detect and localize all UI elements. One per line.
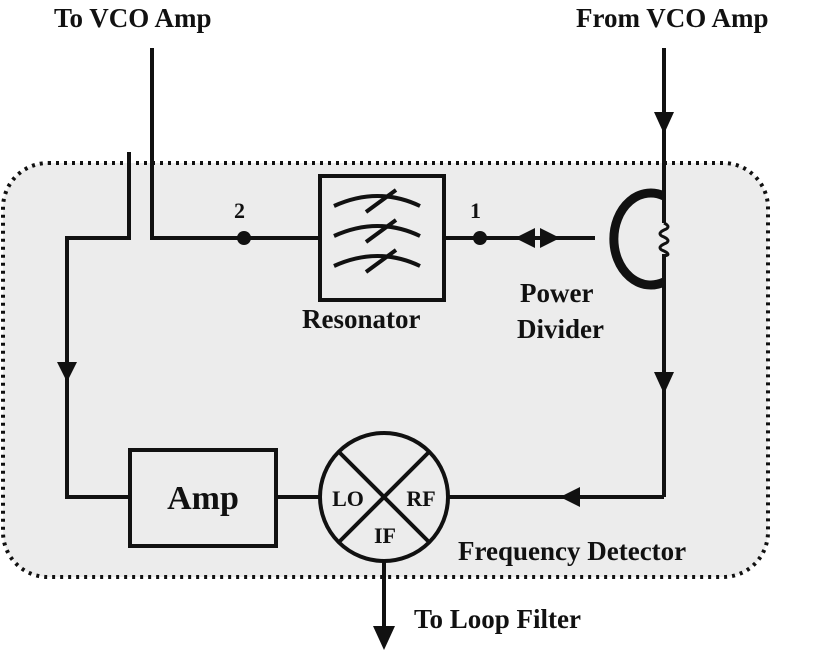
feedback-input-wire xyxy=(65,152,131,499)
port-1-node xyxy=(473,231,487,245)
right-downward-arrow xyxy=(654,372,674,394)
to-vco-amp-wire xyxy=(150,48,320,240)
bidirectional-connector-icon xyxy=(515,228,560,248)
power-divider-label-line1: Power xyxy=(520,278,593,308)
if-output-arrow xyxy=(373,626,395,650)
mixer-rf-label: RF xyxy=(406,486,435,511)
resonator-block xyxy=(318,174,446,302)
frequency-detector-label: Frequency Detector xyxy=(458,536,686,566)
to-vco-amp-label: To VCO Amp xyxy=(54,3,212,33)
from-vco-amp-label: From VCO Amp xyxy=(576,3,769,33)
mixer-if-label: IF xyxy=(374,523,396,548)
amp-label: Amp xyxy=(167,480,239,517)
power-divider-coupler xyxy=(609,188,670,290)
port-2-node xyxy=(237,231,251,245)
left-downward-arrow xyxy=(57,362,77,382)
to-loop-filter-label: To Loop Filter xyxy=(414,604,581,634)
power-divider-label-line2: Divider xyxy=(517,314,604,344)
mixer-lo-label: LO xyxy=(332,486,364,511)
port-2-label: 2 xyxy=(234,198,245,223)
port-1-label: 1 xyxy=(470,198,481,223)
amp-block xyxy=(128,448,278,548)
resonator-label: Resonator xyxy=(302,304,420,334)
from-vco-amp-arrow xyxy=(654,112,674,134)
rf-input-arrow xyxy=(560,487,580,507)
